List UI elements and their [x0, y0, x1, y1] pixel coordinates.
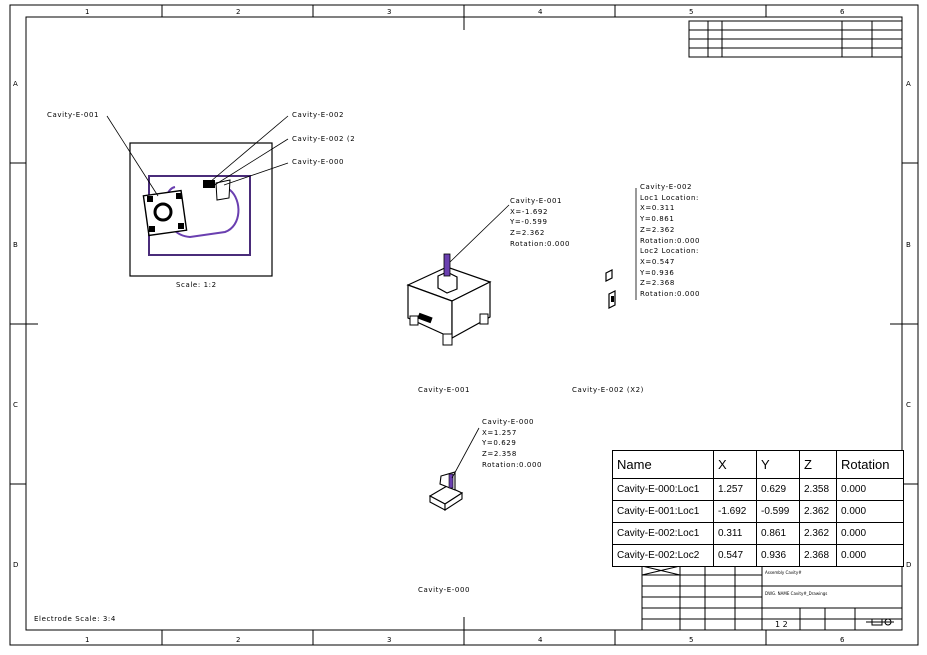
zone-col-4-top: 4 — [538, 8, 543, 16]
cell-name: Cavity-E-000:Loc1 — [612, 478, 714, 501]
cell-x: 0.311 — [713, 522, 757, 545]
cell-name: Cavity-E-001:Loc1 — [612, 500, 714, 523]
zone-col-6-top: 6 — [840, 8, 845, 16]
zone-row-b-left: B — [13, 241, 18, 249]
title-block-dwg-name: DWG. NAME Cavity#_Drawings — [765, 591, 828, 596]
cell-name: Cavity-E-002:Loc1 — [612, 522, 714, 545]
zone-col-3-top: 3 — [387, 8, 392, 16]
electrode-scale-label: Electrode Scale: 3:4 — [34, 615, 116, 623]
table-row: Cavity-E-000:Loc1 1.257 0.629 2.358 0.00… — [612, 478, 904, 501]
table-row: Cavity-E-001:Loc1 -1.692 -0.599 2.362 0.… — [612, 500, 904, 523]
zone-col-1-bottom: 1 — [85, 636, 90, 644]
cell-y: 0.629 — [756, 478, 800, 501]
callout-e002: Cavity-E-002 — [292, 111, 345, 119]
cell-z: 2.362 — [799, 500, 837, 523]
zone-row-d-right: D — [906, 561, 912, 569]
electrode-e001-view — [406, 204, 510, 346]
zone-col-2-bottom: 2 — [236, 636, 241, 644]
cell-rotation: 0.000 — [836, 500, 904, 523]
zone-col-3-bottom: 3 — [387, 636, 392, 644]
title-block-title: Assembly Cavity# — [765, 570, 802, 575]
e001-caption: Cavity-E-001 — [418, 386, 471, 394]
zone-col-4-bottom: 4 — [538, 636, 543, 644]
electrode-e000-view — [428, 427, 480, 512]
callout-e001: Cavity-E-001 — [47, 111, 100, 119]
col-header-name: Name — [612, 450, 714, 479]
cell-rotation: 0.000 — [836, 478, 904, 501]
electrode-e002-view — [605, 188, 637, 309]
zone-row-c-left: C — [13, 401, 18, 409]
e000-caption: Cavity-E-000 — [418, 586, 471, 594]
cell-x: -1.692 — [713, 500, 757, 523]
col-header-rotation: Rotation — [836, 450, 904, 479]
zone-row-b-right: B — [906, 241, 911, 249]
cell-x: 1.257 — [713, 478, 757, 501]
zone-row-a-left: A — [13, 80, 18, 88]
title-block-sheet: 1 2 — [775, 620, 788, 629]
cell-z: 2.368 — [799, 544, 837, 567]
zone-col-2-top: 2 — [236, 8, 241, 16]
cell-y: -0.599 — [756, 500, 800, 523]
zone-col-1-top: 1 — [85, 8, 90, 16]
callout-e002-2: Cavity-E-002 (2 — [292, 135, 356, 143]
zone-row-a-right: A — [906, 80, 911, 88]
cell-z: 2.362 — [799, 522, 837, 545]
cell-rotation: 0.000 — [836, 544, 904, 567]
cell-x: 0.547 — [713, 544, 757, 567]
projection-symbol — [866, 618, 894, 626]
detail-scale-label: Scale: 1:2 — [176, 281, 217, 289]
cell-y: 0.861 — [756, 522, 800, 545]
zone-col-5-top: 5 — [689, 8, 694, 16]
zone-col-6-bottom: 6 — [840, 636, 845, 644]
col-header-y: Y — [756, 450, 800, 479]
table-row: Cavity-E-002:Loc2 0.547 0.936 2.368 0.00… — [612, 544, 904, 567]
col-header-z: Z — [799, 450, 837, 479]
table-header-row: Name X Y Z Rotation — [612, 450, 904, 479]
cell-y: 0.936 — [756, 544, 800, 567]
callout-e000: Cavity-E-000 — [292, 158, 345, 166]
zone-row-d-left: D — [13, 561, 19, 569]
detail-view — [106, 115, 289, 277]
table-row: Cavity-E-002:Loc1 0.311 0.861 2.362 0.00… — [612, 522, 904, 545]
e002-caption: Cavity-E-002 (X2) — [572, 386, 645, 394]
position-table: Name X Y Z Rotation Cavity-E-000:Loc1 1.… — [612, 450, 904, 567]
zone-row-c-right: C — [906, 401, 911, 409]
cell-rotation: 0.000 — [836, 522, 904, 545]
col-header-x: X — [713, 450, 757, 479]
zone-col-5-bottom: 5 — [689, 636, 694, 644]
cell-name: Cavity-E-002:Loc2 — [612, 544, 714, 567]
cell-z: 2.358 — [799, 478, 837, 501]
